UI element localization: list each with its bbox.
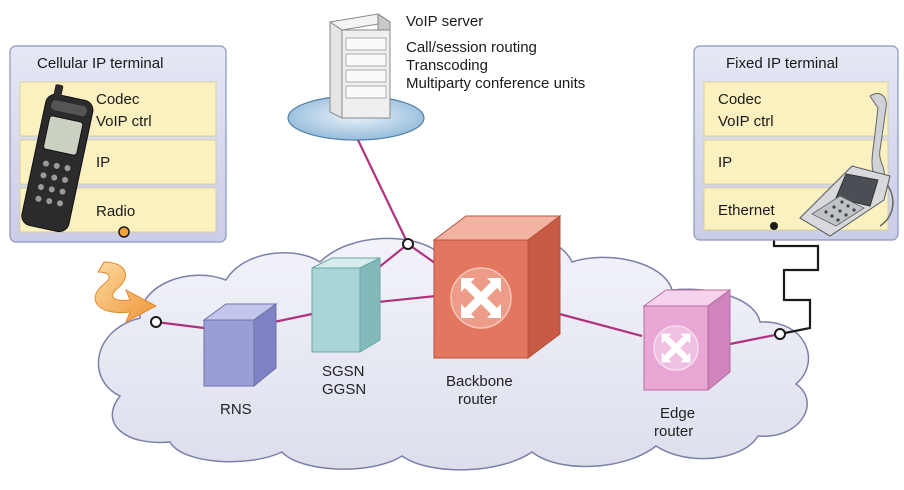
backbone-label-2: router — [458, 391, 497, 408]
server-function-2: Transcoding — [406, 57, 488, 74]
cellular-layer-radio: Radio — [96, 203, 135, 220]
link-server-junction — [357, 139, 409, 245]
link-edge-right — [729, 332, 781, 346]
fixed-layer-voipctrl: VoIP ctrl — [718, 113, 774, 130]
cellular-terminal-title: Cellular IP terminal — [37, 55, 163, 72]
link-sgsn-backbone — [377, 294, 437, 304]
edge-router — [642, 289, 732, 392]
server-title: VoIP server — [406, 13, 483, 30]
link-left-rns — [155, 320, 205, 330]
junction-core — [402, 238, 414, 250]
router-arrows-icon — [461, 278, 501, 318]
edge-label-2: router — [654, 423, 693, 440]
backbone-router — [432, 215, 562, 359]
cellular-layer-voipctrl: VoIP ctrl — [96, 113, 152, 130]
fixed-layer-ip: IP — [718, 154, 732, 171]
edge-label-1: Edge — [660, 405, 695, 422]
router-arrows-icon — [661, 333, 691, 363]
desk-phone-icon — [799, 93, 894, 237]
backbone-label-1: Backbone — [446, 373, 513, 390]
fixed-terminal-title: Fixed IP terminal — [726, 55, 838, 72]
radio-arrow-icon — [94, 261, 158, 324]
junction-left — [150, 316, 162, 328]
link-rns-sgsn — [273, 312, 313, 324]
server-function-1: Call/session routing — [406, 39, 537, 56]
ethernet-cable — [772, 226, 820, 336]
voip-server — [287, 13, 425, 141]
mobile-phone-icon — [21, 84, 94, 233]
link-junction-sgsn — [377, 243, 409, 269]
sgsn-label: SGSN — [322, 363, 365, 380]
rns-node — [202, 303, 278, 388]
junction-points — [150, 238, 786, 340]
junction-right — [774, 328, 786, 340]
radio-port — [118, 226, 130, 238]
rns-label: RNS — [220, 401, 252, 418]
sgsn-ggsn-node — [311, 257, 381, 353]
link-backbone-edge — [551, 310, 643, 338]
fixed-layer-ethernet: Ethernet — [718, 202, 776, 219]
cellular-layer-ip: IP — [96, 154, 110, 171]
cellular-layer-codec: Codec — [96, 91, 140, 108]
fixed-layer-codec: Codec — [718, 91, 762, 108]
ethernet-port — [770, 222, 778, 230]
server-function-3: Multiparty conference units — [406, 75, 585, 92]
ggsn-label: GGSN — [322, 381, 366, 398]
